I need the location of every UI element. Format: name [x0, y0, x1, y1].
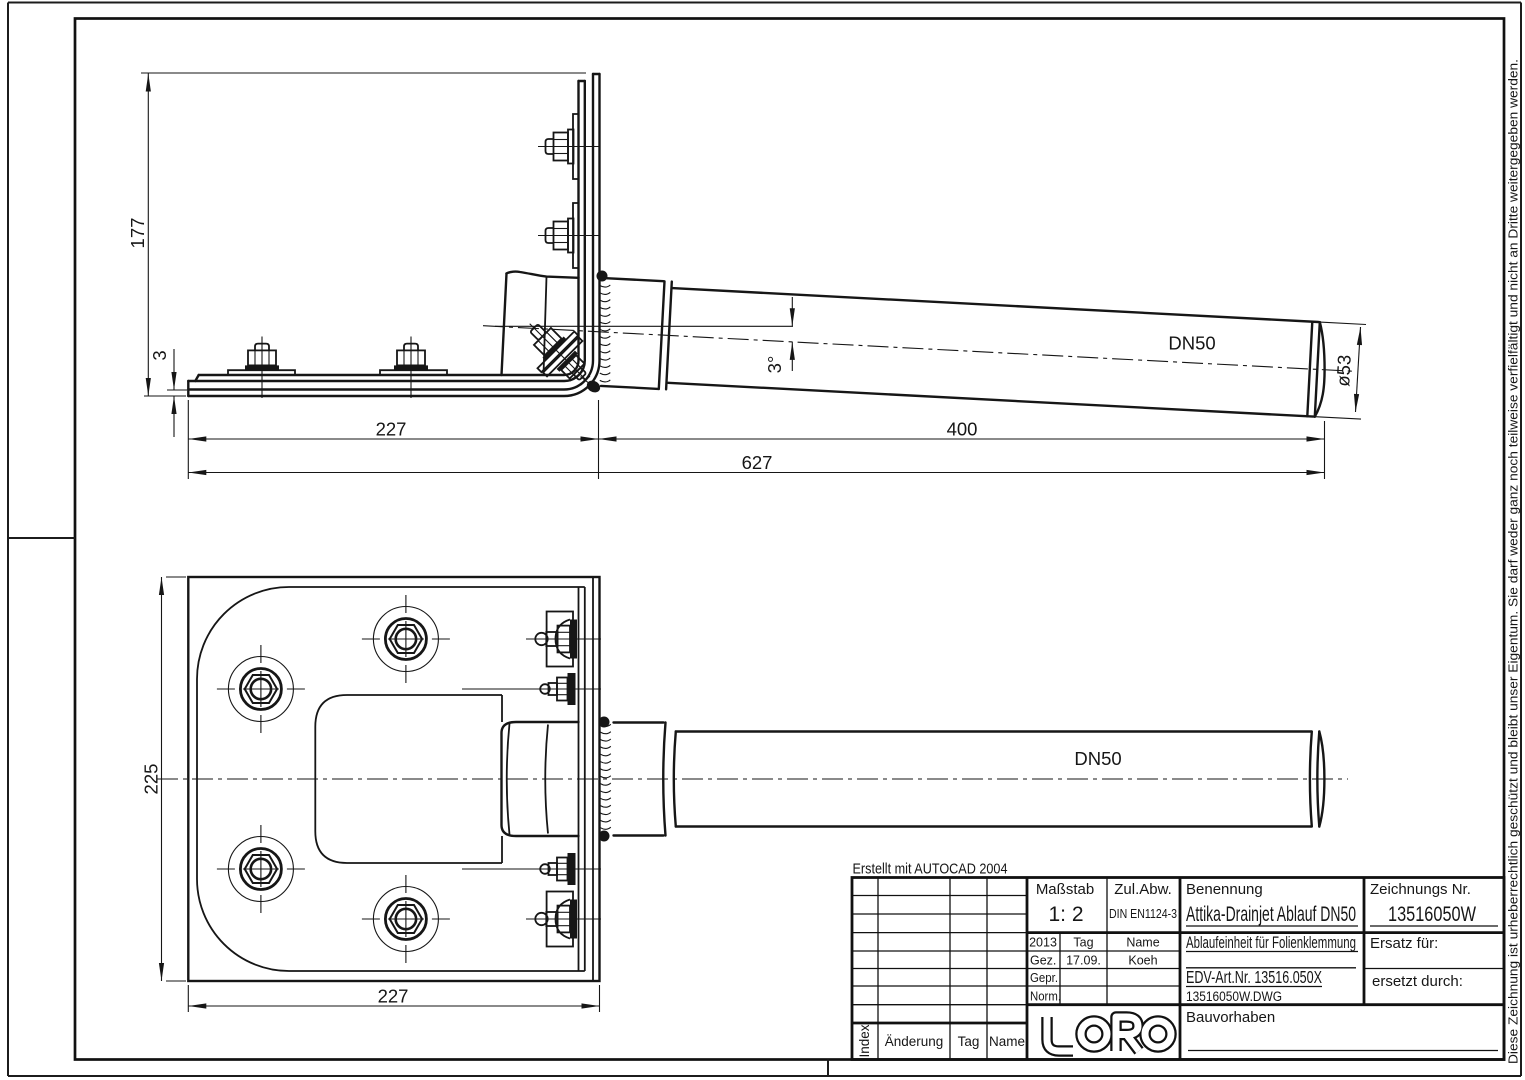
plan-bolt-bottom — [361, 875, 450, 963]
gez-name: Koeh — [1128, 954, 1157, 968]
plan-view: DN50 — [141, 575, 1348, 1012]
name-column-label: Name — [989, 1034, 1025, 1049]
paper-edge — [7, 1, 1522, 1077]
plan-bolt-left-lower — [216, 825, 305, 913]
name-block: Benennung Attika-Drainjet Ablauf DN50 Ze… — [1186, 881, 1504, 1052]
tag-column-label: Tag — [958, 1034, 980, 1049]
approval-grid: Maßstab 1: 2 Zul.Abw. DIN EN1124-3 2013 … — [1029, 877, 1177, 1005]
norm-label: Norm. — [1030, 990, 1061, 1004]
dim-diameter-text: ø53 — [1332, 354, 1355, 387]
dim-3-text: 3 — [149, 350, 170, 360]
gez-date: 17.09. — [1066, 954, 1101, 968]
side-diagonal-bolt — [529, 323, 587, 381]
bauvorhaben-label: Bauvorhaben — [1186, 1009, 1275, 1026]
zeichnungs-nr-value: 13516050W — [1388, 903, 1476, 926]
side-view: 3° DN50 ø53 177 3 — [127, 72, 1367, 479]
dim-227-side: 227 400 627 — [187, 400, 1326, 479]
sheet-border — [7, 1, 1522, 1077]
index-column-label: Index — [857, 1024, 872, 1057]
dim-227-plan-text: 227 — [378, 986, 409, 1007]
plan-edge-bolt-4 — [526, 890, 601, 948]
benennung-label: Benennung — [1186, 881, 1263, 898]
plan-edge-bolt-1 — [526, 610, 601, 668]
name-header: Name — [1126, 936, 1159, 950]
side-pipe — [599, 276, 1326, 418]
subtitle: Ablaufeinheit für Folienklemmung — [1186, 934, 1356, 952]
plan-edge-bolt-3 — [462, 853, 601, 885]
side-base-bolt-1 — [245, 336, 279, 398]
side-pipe-label: DN50 — [1168, 333, 1215, 354]
zul-abw-label: Zul.Abw. — [1114, 881, 1172, 898]
gepr-label: Gepr. — [1030, 971, 1058, 985]
dim-177: 177 — [127, 72, 586, 397]
dwg-file: 13516050W.DWG — [1186, 989, 1282, 1004]
side-wall-bolt-2 — [538, 217, 601, 254]
created-with-note: Erstellt mit AUTOCAD 2004 — [853, 862, 1008, 878]
revision-table: Index Änderung Tag Name — [852, 877, 1180, 1060]
seal-dot — [598, 716, 610, 728]
masstab-value: 1: 2 — [1048, 903, 1083, 926]
dim-225-text: 225 — [141, 764, 162, 795]
plan-bolt-top — [361, 595, 450, 683]
dim-627-text: 627 — [742, 452, 773, 473]
benennung-value: Attika-Drainjet Ablauf DN50 — [1186, 903, 1356, 926]
side-base-bolt-2 — [394, 336, 428, 398]
edv-art-nr: EDV-Art.Nr. 13516.050X — [1186, 967, 1322, 987]
loro-logo — [1041, 1011, 1177, 1057]
dim-177-text: 177 — [127, 218, 148, 249]
dim-225: 225 — [141, 576, 186, 982]
seal-dot — [596, 270, 608, 282]
side-serrations — [599, 284, 611, 383]
gez-label: Gez. — [1030, 954, 1056, 968]
zeichnungs-nr-label: Zeichnungs Nr. — [1370, 881, 1471, 898]
year-value: 2013 — [1029, 936, 1057, 950]
title-block: Erstellt mit AUTOCAD 2004 Index Änderung… — [850, 862, 1506, 1061]
ersetzt-durch-label: ersetzt durch: — [1372, 973, 1463, 990]
masstab-label: Maßstab — [1036, 881, 1094, 898]
plan-plate — [187, 575, 601, 983]
foil-clamp-mark — [580, 375, 591, 386]
plan-bolt-left-upper — [216, 645, 305, 733]
plan-pipe-label: DN50 — [1074, 748, 1121, 769]
dim-227-plan: 227 — [187, 985, 601, 1012]
ersatz-fuer-label: Ersatz für: — [1370, 935, 1438, 952]
dim-diameter: ø53 — [1314, 321, 1367, 420]
dim-400-text: 400 — [947, 419, 978, 440]
plan-serrations — [600, 723, 612, 830]
tag-header: Tag — [1073, 936, 1093, 950]
dim-227-side-text: 227 — [376, 419, 407, 440]
zul-abw-value: DIN EN1124-3 — [1109, 907, 1177, 921]
pad — [379, 369, 448, 375]
dim-angle-text: 3° — [764, 356, 785, 374]
dim-3: 3 — [149, 349, 187, 437]
aenderung-column-label: Änderung — [885, 1034, 944, 1049]
copyright-notice: Diese Zeichnung ist urheberrechtlich ges… — [1506, 59, 1521, 1064]
seal-dot — [598, 830, 610, 842]
plan-edge-bolt-2 — [462, 673, 601, 705]
side-pipe-centerline — [482, 325, 1353, 372]
dim-angle: 3° — [764, 297, 795, 374]
side-wall-bolt-1 — [538, 128, 601, 165]
